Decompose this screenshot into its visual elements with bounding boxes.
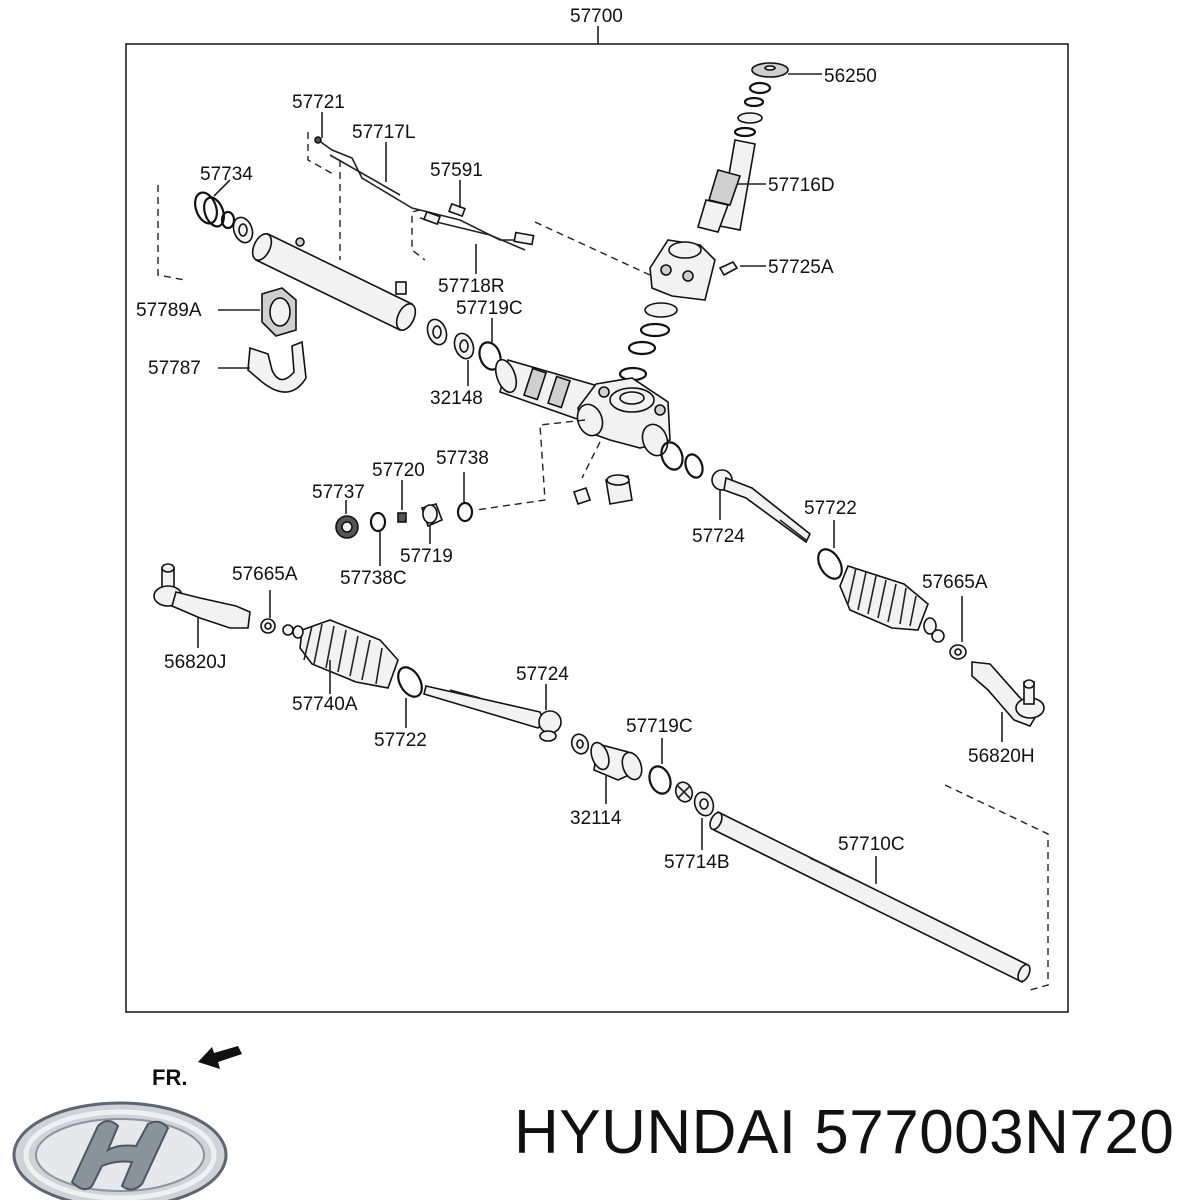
label-56820J: 56820J — [164, 652, 226, 673]
label-57721: 57721 — [292, 92, 345, 113]
label-57710C: 57710C — [838, 834, 905, 855]
label-57724-center: 57724 — [516, 664, 569, 685]
label-57665A-right: 57665A — [922, 572, 988, 593]
label-57789A: 57789A — [136, 300, 202, 321]
label-57722-right: 57722 — [804, 498, 857, 519]
feed-pipes-group — [314, 136, 535, 251]
label-57734: 57734 — [200, 164, 253, 185]
mount-clamp — [247, 340, 307, 393]
front-indicator-label: FR. — [152, 1065, 188, 1090]
left-tie-rod-end — [153, 563, 251, 629]
label-57737: 57737 — [312, 482, 365, 503]
label-32114: 32114 — [570, 808, 622, 829]
label-57665A-left: 57665A — [232, 564, 298, 585]
yoke-parts — [335, 501, 474, 539]
right-tie-rod-end — [971, 661, 1045, 727]
label-57724-right: 57724 — [692, 526, 745, 547]
label-57720: 57720 — [372, 460, 425, 481]
label-57719C-top: 57719C — [456, 298, 523, 319]
label-57719C-bottom: 57719C — [626, 716, 693, 737]
label-57718R: 57718R — [438, 276, 505, 297]
pinion-valve-group — [618, 62, 789, 382]
hyundai-logo — [12, 1101, 228, 1200]
label-57716D: 57716D — [768, 175, 835, 196]
cylinder-tube — [251, 232, 417, 332]
label-57722-left: 57722 — [374, 730, 427, 751]
left-boot — [292, 619, 399, 689]
right-inner-tie-rod — [711, 469, 812, 544]
label-56250: 56250 — [824, 66, 877, 87]
label-32148: 32148 — [430, 388, 483, 409]
diagram-frame — [125, 43, 1069, 1013]
label-57719: 57719 — [400, 546, 453, 567]
assembly-number-label: 57700 — [570, 6, 623, 27]
label-57787: 57787 — [148, 358, 201, 379]
mount-bushing — [261, 287, 297, 337]
label-57725A: 57725A — [768, 257, 834, 278]
label-57714B: 57714B — [664, 852, 730, 873]
front-arrow-icon — [198, 1046, 242, 1069]
label-57591: 57591 — [430, 160, 483, 181]
rack-bushing-32114 — [590, 741, 643, 781]
label-57740A: 57740A — [292, 694, 358, 715]
label-57738: 57738 — [436, 448, 489, 469]
brand-part-number-text: HYUNDAI 577003N720 — [514, 1098, 1175, 1167]
label-57738C: 57738C — [340, 568, 407, 589]
left-inner-tie-rod — [423, 685, 562, 742]
label-57717L: 57717L — [352, 122, 415, 143]
right-boot — [839, 565, 937, 635]
rack-bar — [709, 810, 1031, 984]
label-56820H: 56820H — [968, 746, 1035, 767]
